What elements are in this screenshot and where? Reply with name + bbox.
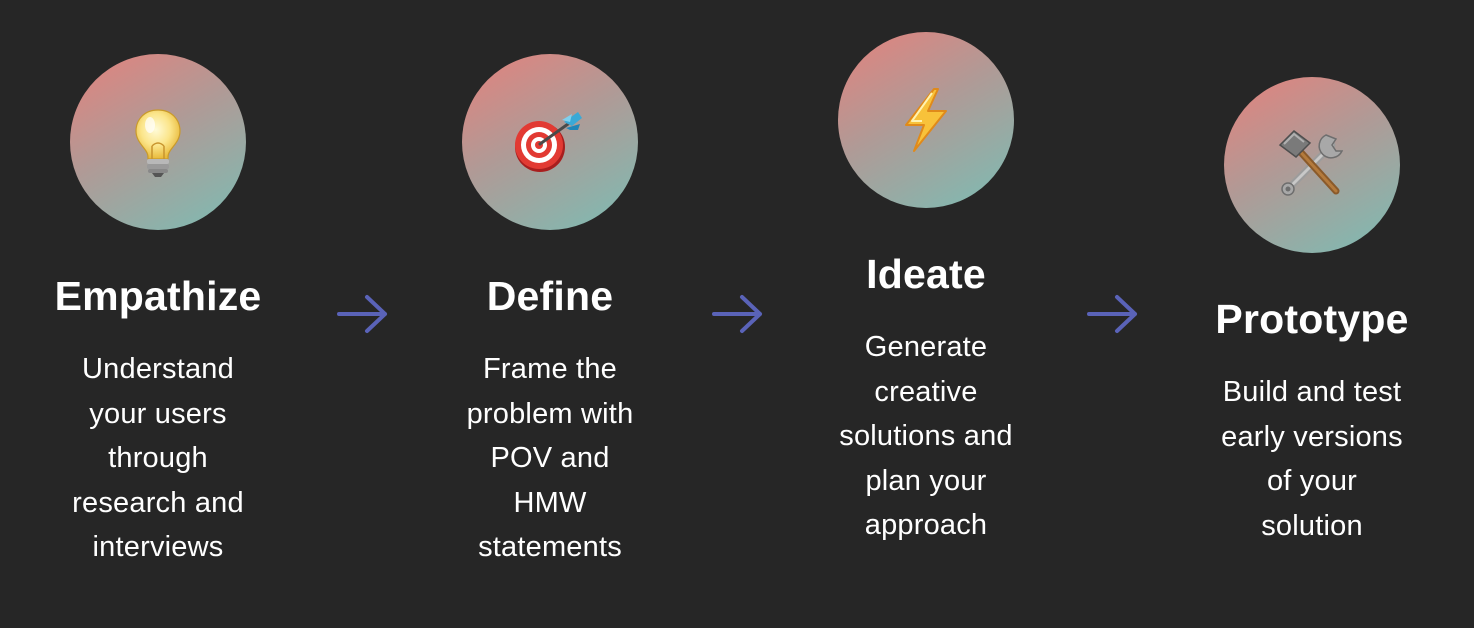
stage-title: Define (486, 273, 614, 319)
stage-title: Prototype (1215, 296, 1409, 342)
stage-empathize: Empathize Understand your users through … (38, 54, 278, 570)
stage-circle (838, 32, 1014, 208)
stage-ideate: Ideate Generate creative solutions and p… (806, 32, 1046, 548)
stage-circle (1224, 77, 1400, 253)
stage-prototype: Prototype Build and test early versions … (1192, 77, 1432, 548)
arrow-right-icon (1087, 295, 1137, 333)
stage-title: Ideate (866, 251, 986, 297)
stage-circle (70, 54, 246, 230)
lightbulb-icon (135, 109, 181, 177)
arrow-right-icon (337, 295, 387, 333)
target-dart-icon (515, 112, 582, 172)
stage-description: Understand your users through research a… (72, 353, 244, 563)
lightning-bolt-icon (905, 88, 947, 152)
hammer-wrench-icon (1278, 130, 1344, 196)
stage-description: Build and test early versions of your so… (1221, 376, 1403, 542)
stage-title: Empathize (54, 273, 262, 319)
stage-description: Frame the problem with POV and HMW state… (466, 353, 634, 563)
stage-description: Generate creative solutions and plan you… (839, 331, 1013, 541)
stage-define: Define Frame the problem with POV and HM… (430, 54, 670, 570)
arrow-right-icon (712, 295, 762, 333)
stage-circle (462, 54, 638, 230)
